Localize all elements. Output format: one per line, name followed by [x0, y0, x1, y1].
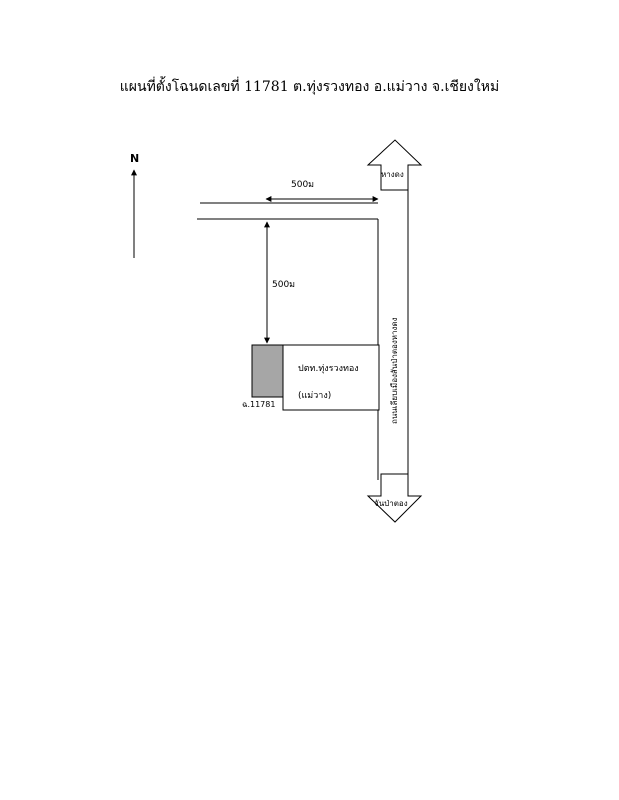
north-label: N [130, 152, 140, 165]
office-label-line2: (แม่วาง) [298, 391, 332, 401]
office-label-line1: ปตท.ทุ่งรวงทอง [298, 364, 359, 374]
parcel-label: ฉ.11781 [242, 400, 276, 409]
distance-horizontal-label: 500ม [291, 180, 315, 190]
arrow-down-block [366, 473, 423, 523]
map-title: แผนที่ตั้งโฉนดเลขที่ 11781 ต.ทุ่งรวงทอง … [119, 79, 500, 95]
distance-vertical-label: 500ม [272, 280, 296, 290]
arrow-up-label: หางดง [381, 170, 404, 179]
arrow-up-block [366, 139, 423, 191]
parcel-11781 [251, 344, 284, 398]
road-label: ถนนเลียบเมืองสันป่าตองหางดง [390, 317, 399, 424]
arrow-down-label: จันป่าตอง [374, 499, 408, 508]
office-box [282, 344, 380, 411]
